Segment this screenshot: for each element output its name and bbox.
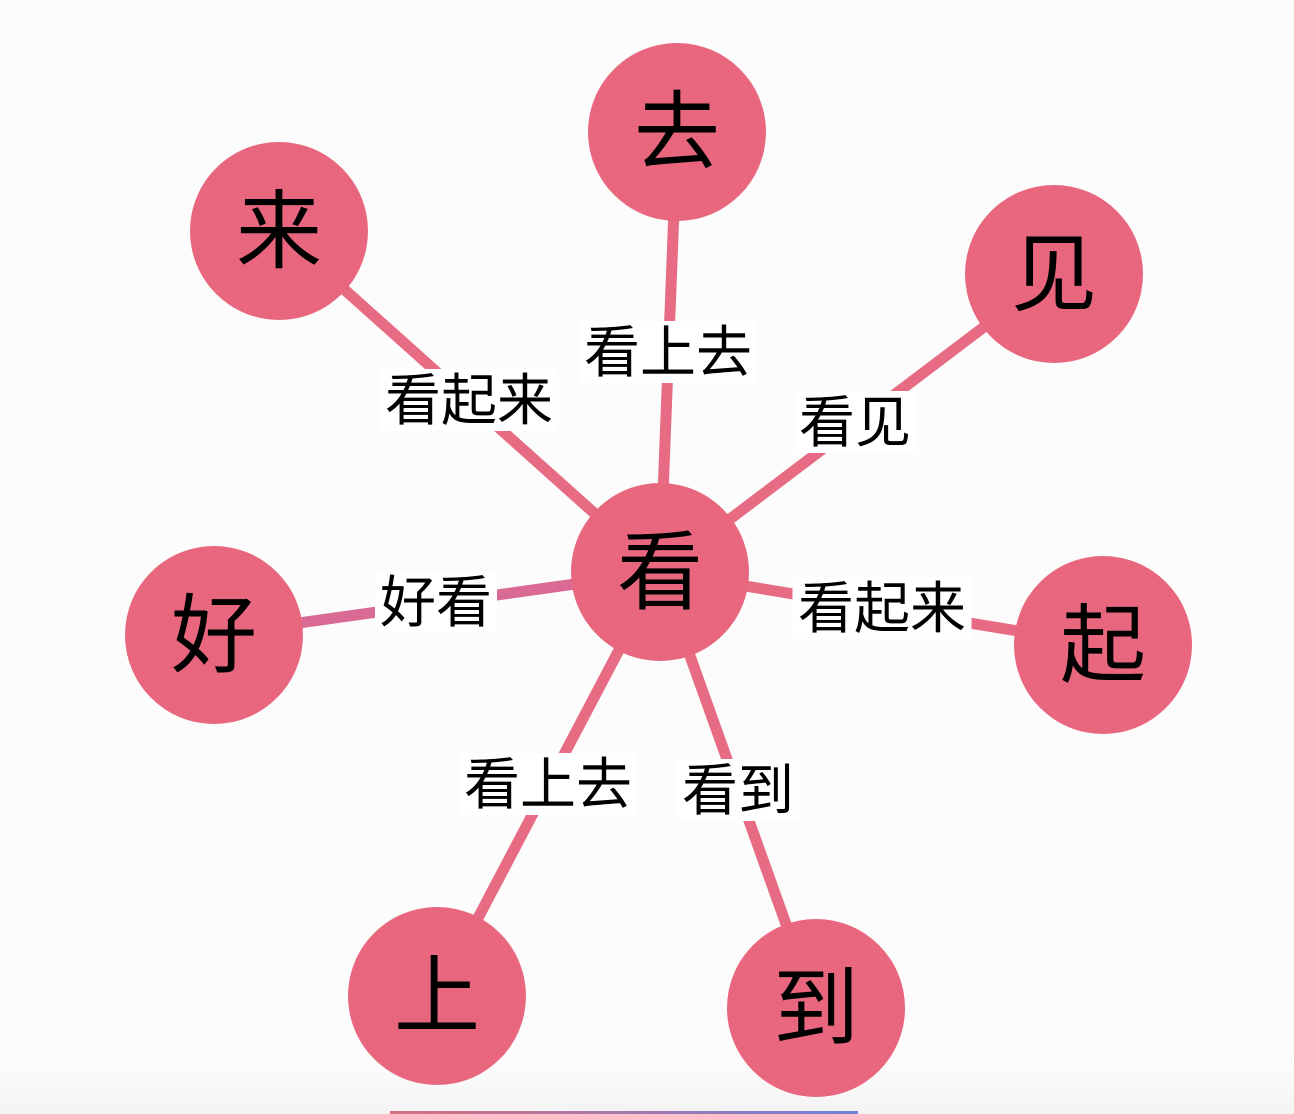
node-circle bbox=[965, 185, 1143, 363]
node-dao[interactable]: 到 bbox=[727, 919, 905, 1097]
edge-label: 看见 bbox=[799, 391, 911, 456]
node-circle bbox=[190, 142, 368, 320]
edge-label: 好看 bbox=[380, 571, 492, 636]
node-label: 上 bbox=[394, 947, 480, 1047]
edge-label: 看起来 bbox=[385, 369, 553, 434]
node-circle bbox=[571, 483, 749, 661]
node-jian[interactable]: 见 bbox=[965, 185, 1143, 363]
node-lai[interactable]: 来 bbox=[190, 142, 368, 320]
node-shang[interactable]: 上 bbox=[348, 907, 526, 1085]
node-circle bbox=[348, 907, 526, 1085]
edge-label-bg bbox=[458, 753, 638, 815]
node-circle bbox=[125, 546, 303, 724]
node-circle bbox=[588, 43, 766, 221]
edge-label: 看上去 bbox=[464, 753, 632, 818]
node-label: 见 bbox=[1011, 225, 1097, 325]
node-qi[interactable]: 起 bbox=[1014, 556, 1192, 734]
node-label: 好 bbox=[171, 586, 257, 686]
edge-label: 看到 bbox=[682, 759, 794, 824]
edge-label: 看上去 bbox=[584, 321, 752, 386]
edge-label-bg bbox=[792, 577, 972, 639]
edge-label-bg bbox=[677, 759, 799, 821]
node-label: 去 bbox=[634, 83, 720, 183]
edge-label-bg bbox=[578, 321, 758, 383]
node-circle bbox=[1014, 556, 1192, 734]
node-circle bbox=[727, 919, 905, 1097]
node-qu[interactable]: 去 bbox=[588, 43, 766, 221]
edge-label-bg bbox=[794, 391, 916, 453]
scroll-indicator bbox=[390, 1111, 858, 1114]
node-label: 看 bbox=[617, 523, 703, 623]
node-kan[interactable]: 看 bbox=[571, 483, 749, 661]
node-label: 来 bbox=[236, 182, 322, 282]
node-label: 起 bbox=[1060, 596, 1146, 696]
bottom-fade bbox=[0, 1060, 1294, 1114]
node-label: 到 bbox=[773, 959, 859, 1059]
node-hao[interactable]: 好 bbox=[125, 546, 303, 724]
edge-label: 看起来 bbox=[798, 577, 966, 642]
edge-label-bg bbox=[375, 571, 497, 633]
edge-label-bg bbox=[379, 369, 559, 431]
